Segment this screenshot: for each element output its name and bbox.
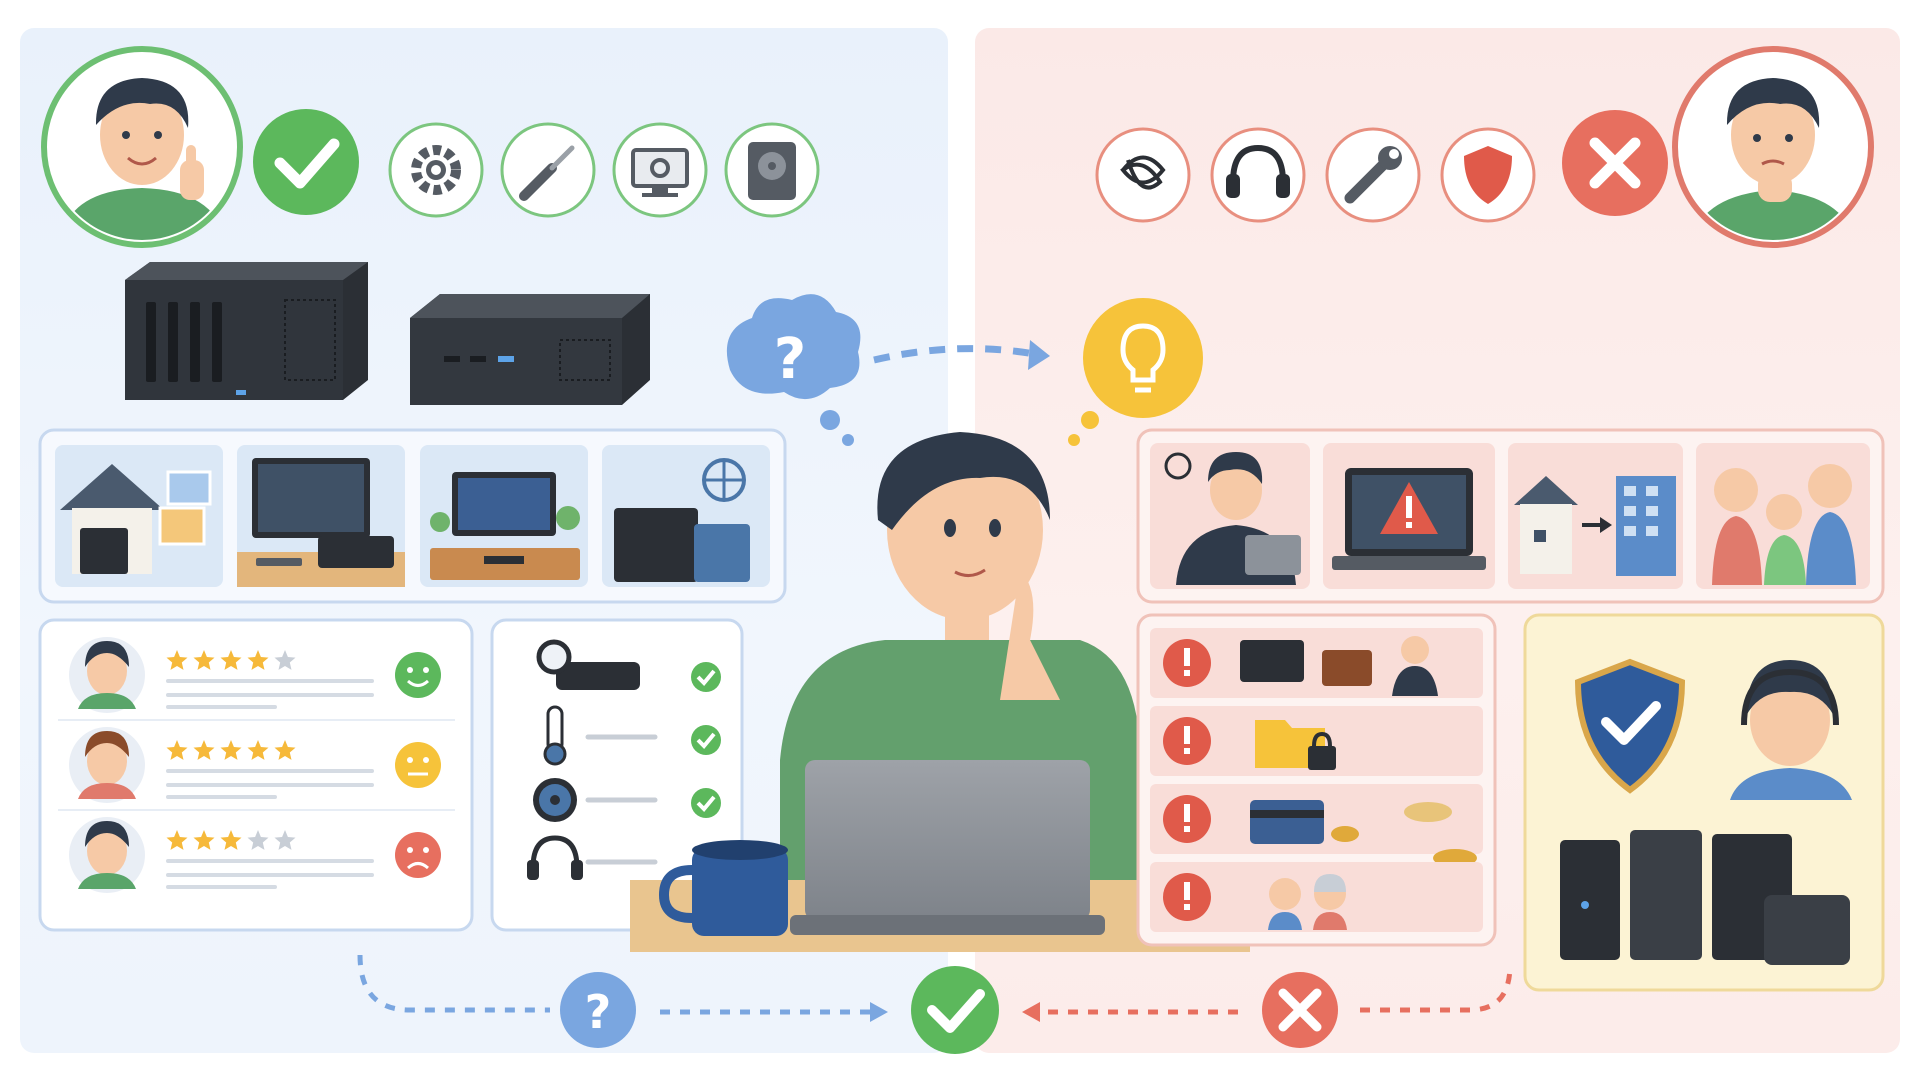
dashed-connector bbox=[357, 954, 550, 1013]
verified-shield-icon bbox=[1574, 658, 1686, 794]
lightbulb-icon bbox=[1068, 298, 1203, 446]
headset-icon bbox=[527, 835, 658, 880]
happy-user-avatar bbox=[41, 46, 243, 248]
warning-row bbox=[1150, 784, 1483, 867]
arrow-head bbox=[870, 1002, 888, 1022]
avatar bbox=[69, 727, 145, 803]
server-rack-network-icon bbox=[602, 445, 770, 587]
cross-icon bbox=[1562, 110, 1668, 216]
check-icon bbox=[691, 662, 721, 818]
living-room-tv-icon bbox=[420, 445, 588, 587]
star-icon bbox=[220, 830, 242, 850]
avatar bbox=[69, 817, 145, 893]
star-icon bbox=[247, 740, 269, 760]
locked-folder-icon bbox=[1255, 720, 1336, 770]
warning-row bbox=[1150, 862, 1483, 932]
star-icon bbox=[193, 650, 215, 670]
use-case-row bbox=[38, 428, 787, 604]
cross-icon bbox=[1262, 972, 1338, 1048]
avatar bbox=[69, 637, 145, 713]
svg-text:?: ? bbox=[585, 985, 612, 1039]
checklist-card bbox=[490, 618, 744, 932]
star-icon bbox=[220, 650, 242, 670]
neutral-face-icon bbox=[395, 742, 441, 788]
star-icon bbox=[247, 830, 269, 850]
star-icon bbox=[193, 830, 215, 850]
screwdriver-icon bbox=[500, 122, 596, 218]
question-thought-bubble: ? bbox=[726, 294, 861, 446]
family-icon bbox=[1696, 443, 1870, 589]
alert-icon bbox=[1163, 639, 1211, 687]
alert-icon bbox=[1163, 717, 1211, 765]
hard-drive-icon bbox=[724, 122, 820, 218]
svg-text:?: ? bbox=[774, 327, 806, 392]
star-icon bbox=[247, 650, 269, 670]
arrow-head bbox=[1022, 1002, 1040, 1022]
happy-face-icon bbox=[395, 652, 441, 698]
warning-row bbox=[1150, 628, 1483, 698]
warning-row bbox=[1150, 706, 1483, 776]
dashed-arrow bbox=[873, 345, 1041, 364]
review-row bbox=[58, 719, 455, 803]
home-server-icon bbox=[55, 445, 223, 587]
star-icon bbox=[274, 650, 296, 670]
star-icon bbox=[274, 830, 296, 850]
laptop-warning-icon bbox=[1323, 443, 1495, 589]
house-to-office-icon bbox=[1508, 443, 1683, 589]
thermometer-icon bbox=[543, 705, 658, 766]
reviews-list bbox=[58, 637, 455, 893]
star-icon bbox=[166, 740, 188, 760]
reviews-card bbox=[38, 618, 474, 932]
work-laptop-icon bbox=[1240, 636, 1438, 696]
review-row bbox=[69, 637, 441, 713]
worried-user-avatar bbox=[1672, 46, 1874, 248]
confused-user-icon bbox=[1150, 443, 1310, 589]
headset-icon bbox=[1210, 127, 1306, 223]
star-icon bbox=[220, 740, 242, 760]
check-icon bbox=[911, 966, 999, 1054]
fan-icon bbox=[533, 778, 658, 822]
shield-icon bbox=[1440, 127, 1536, 223]
magnifier-device-icon bbox=[536, 639, 640, 690]
laptop bbox=[790, 760, 1105, 935]
star-icon bbox=[166, 650, 188, 670]
mini-pc-nas bbox=[125, 262, 368, 400]
credit-card-coins-icon bbox=[1250, 800, 1477, 867]
tangled-lines-icon bbox=[1095, 127, 1191, 223]
support-agent-icon bbox=[1730, 660, 1852, 800]
gear-icon bbox=[388, 122, 484, 218]
coffee-mug bbox=[658, 840, 788, 936]
alert-icon bbox=[1163, 873, 1211, 921]
elderly-couple-icon bbox=[1268, 874, 1347, 930]
star-icon bbox=[274, 740, 296, 760]
check-icon bbox=[253, 109, 359, 215]
pc-towers-icon bbox=[1560, 830, 1850, 965]
review-row bbox=[58, 809, 455, 893]
warnings-list bbox=[1150, 628, 1483, 932]
arrow-head bbox=[1028, 340, 1050, 370]
question-icon: ? bbox=[560, 972, 636, 1048]
sad-face-icon bbox=[395, 832, 441, 878]
mini-pc-compact bbox=[410, 294, 650, 405]
monitor-settings-icon bbox=[612, 122, 708, 218]
dashed-connector bbox=[1360, 964, 1513, 1013]
alert-icon bbox=[1163, 795, 1211, 843]
star-icon bbox=[193, 740, 215, 760]
wrench-icon bbox=[1325, 127, 1421, 223]
desktop-workstation-icon bbox=[237, 445, 405, 587]
star-icon bbox=[166, 830, 188, 850]
